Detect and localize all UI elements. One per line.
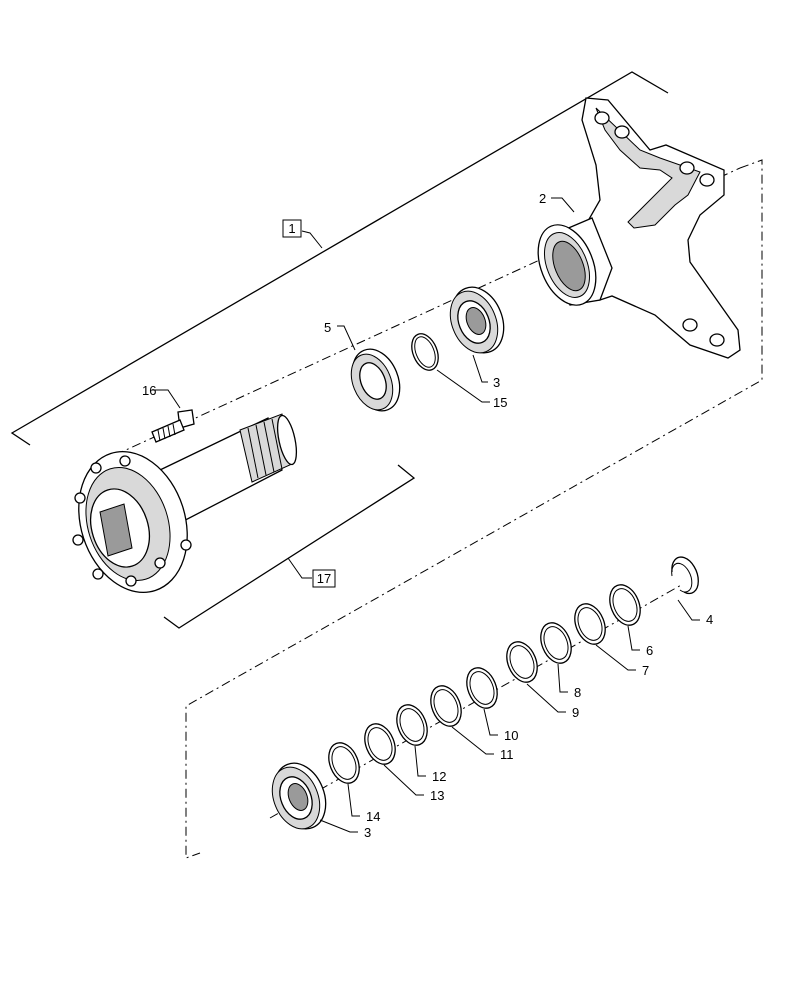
callout-label-11: 11 <box>500 747 514 762</box>
callout-label-16: 16 <box>142 383 156 398</box>
callout-label-9: 9 <box>572 705 579 720</box>
callout-label-7: 7 <box>642 663 649 678</box>
bracket-assembly-17 <box>163 464 416 629</box>
callout-label-2: 2 <box>539 191 546 206</box>
leader-lines <box>152 197 700 833</box>
callout-label-10: 10 <box>504 728 518 743</box>
callout-label-3-upper: 3 <box>493 375 500 390</box>
callout-label-1: 1 <box>288 221 295 236</box>
callout-label-15: 15 <box>493 395 507 410</box>
hub-housing-2 <box>537 97 741 359</box>
callout-label-8: 8 <box>574 685 581 700</box>
callout-label-12: 12 <box>432 769 446 784</box>
callout-label-5: 5 <box>324 320 331 335</box>
shim-ring-7 <box>574 603 606 645</box>
callout-1: 1 <box>282 219 302 238</box>
snap-ring-4 <box>671 556 699 595</box>
callout-17: 17 <box>312 569 336 588</box>
shim-ring-11 <box>430 685 462 727</box>
bracket-assembly-1 <box>10 71 669 446</box>
bearing-3-upper <box>449 286 505 354</box>
bearing-3-lower <box>271 762 327 830</box>
shim-ring-14 <box>328 742 360 784</box>
shim-ring-13 <box>364 723 396 765</box>
bolt-16 <box>151 409 195 443</box>
callout-label-17: 17 <box>317 571 331 586</box>
callout-label-14: 14 <box>366 809 380 824</box>
o-ring-15 <box>411 333 439 371</box>
callout-label-3-lower: 3 <box>364 825 371 840</box>
shim-ring-9 <box>506 641 538 683</box>
axle-shaft-17 <box>72 413 298 593</box>
callout-label-4: 4 <box>706 612 713 627</box>
shim-ring-6 <box>609 584 641 626</box>
shim-ring-12 <box>396 704 428 746</box>
callout-label-13: 13 <box>430 788 444 803</box>
seal-5 <box>350 348 401 412</box>
callout-label-6: 6 <box>646 643 653 658</box>
shim-ring-10 <box>466 667 498 709</box>
shim-ring-8 <box>540 622 572 664</box>
